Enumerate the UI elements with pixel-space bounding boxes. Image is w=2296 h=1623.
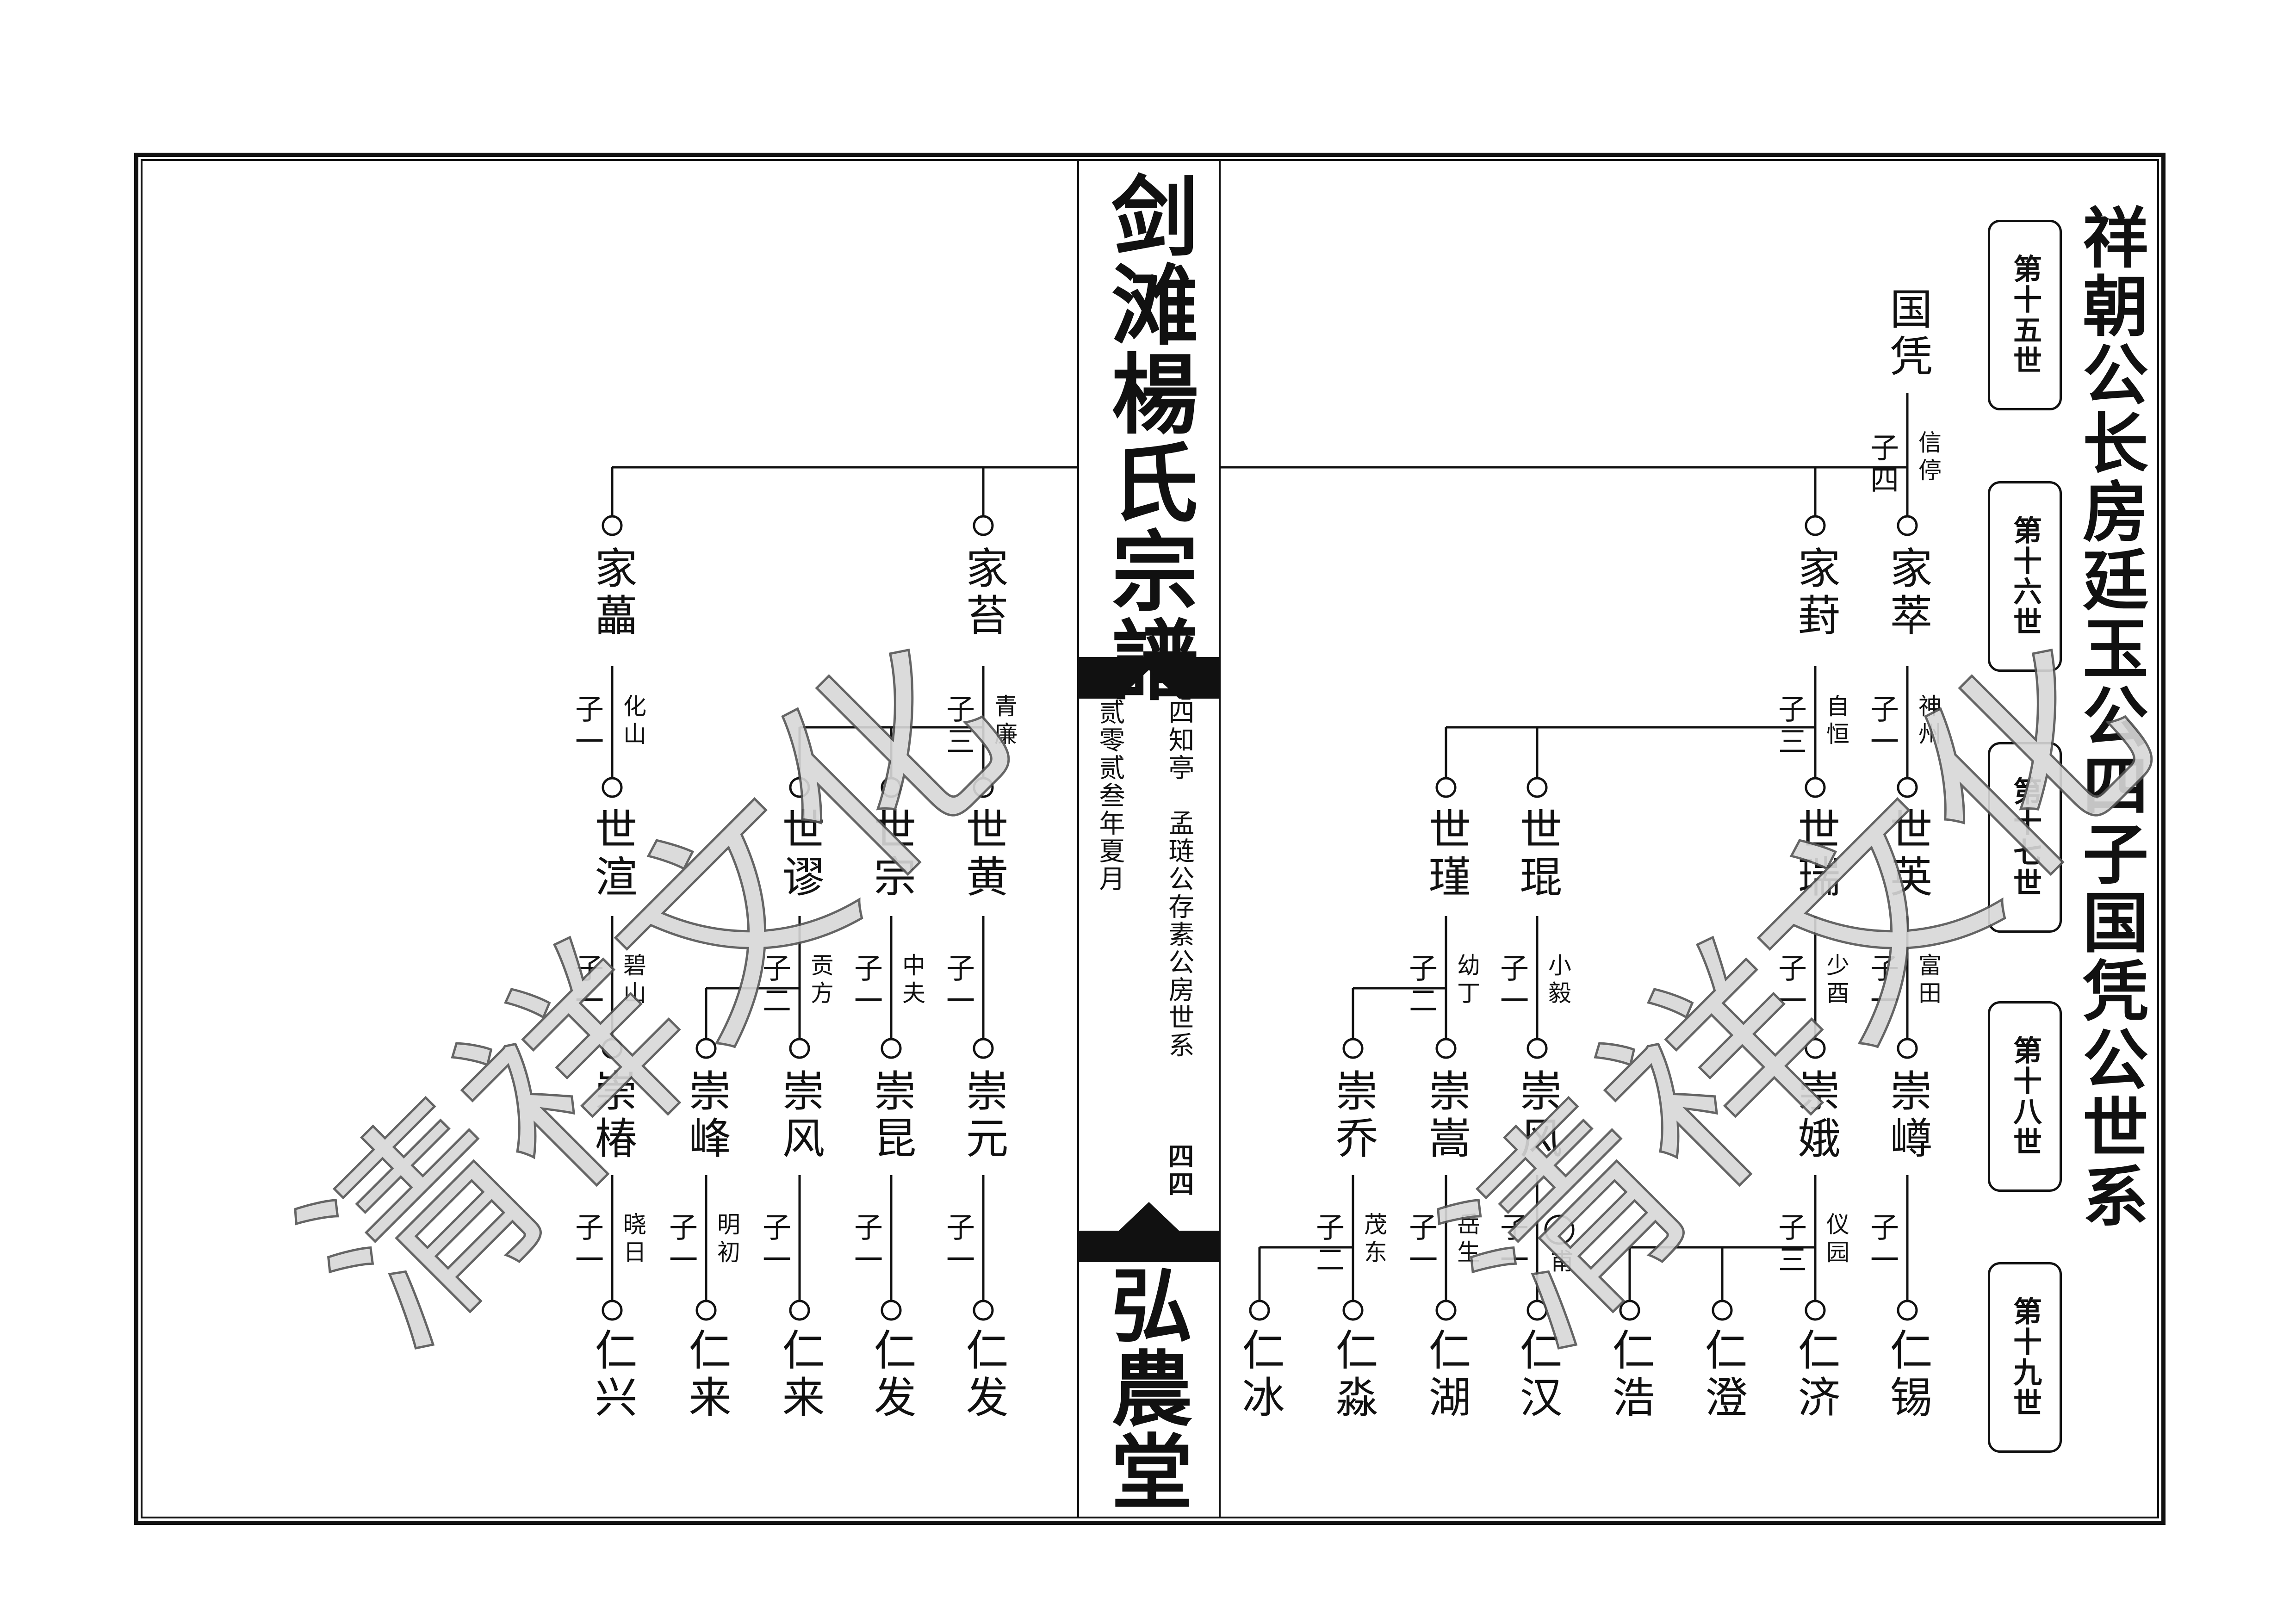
person-name: 家萃 [1883, 546, 1932, 640]
person-name: 仁来 [682, 1328, 731, 1422]
child-count: 子三 [941, 694, 975, 759]
child-count: 子一 [570, 953, 604, 1018]
courtesy-name: 小毅 [1545, 953, 1571, 1009]
person-name: 仁浩 [1605, 1328, 1655, 1422]
child-count: 子一 [664, 1212, 698, 1277]
child-count: 子二 [1311, 1212, 1345, 1277]
person-name: 崇椿 [588, 1069, 637, 1163]
child-count: 子一 [1865, 1212, 1899, 1277]
person-name: 仁锡 [1883, 1328, 1932, 1422]
person-name: 崇乔 [1328, 1069, 1378, 1163]
person-name: 仁冰 [1235, 1328, 1285, 1422]
child-count: 子一 [570, 1212, 604, 1277]
courtesy-name: 碧山 [620, 953, 646, 1009]
courtesy-name: 茂东 [1360, 1212, 1387, 1268]
person-name: 崇风 [775, 1069, 825, 1163]
person-name: 世英 [1883, 807, 1932, 902]
person-name: 仁济 [1791, 1328, 1840, 1422]
person-name: 仁淼 [1328, 1328, 1378, 1422]
child-count: 子一 [941, 953, 975, 1018]
courtesy-name: 中夫 [899, 953, 925, 1009]
person-name: 世渲 [588, 807, 637, 902]
page-title: 祥朝公长房廷玉公四子国凭公世系 [2071, 204, 2148, 1231]
spine-column [1077, 159, 1221, 1518]
child-count: 子一 [570, 694, 604, 759]
person-name: 仁澄 [1698, 1328, 1747, 1422]
person-name: 世瑞 [1791, 807, 1840, 902]
child-count: 子二 [1404, 953, 1438, 1018]
courtesy-name: 岳生 [1453, 1212, 1480, 1268]
person-name: 崇嵩 [1421, 1069, 1471, 1163]
generation-label-15: 第十五世 [1988, 220, 2062, 410]
child-count: 子一 [1865, 953, 1899, 1018]
person-name: 世黄 [959, 807, 1008, 902]
person-name: 仁发 [867, 1328, 916, 1422]
child-count: 子一 [941, 1212, 975, 1277]
child-count: 子一 [1404, 1212, 1438, 1277]
root-name: 国凭 [1883, 287, 1932, 381]
courtesy-name: 贡方 [807, 953, 834, 1009]
child-count: 子三 [1773, 1212, 1807, 1277]
person-name: 世谬 [775, 807, 825, 902]
child-count: 子一 [1865, 694, 1899, 759]
courtesy-name: 化山 [620, 694, 646, 750]
child-count: 子一 [1773, 953, 1807, 1018]
child-count: 子一 [1495, 1212, 1529, 1277]
person-name: 家葑 [1791, 546, 1840, 640]
person-name: 世琨 [1513, 807, 1562, 902]
courtesy-name: 青廉 [991, 694, 1018, 750]
courtesy-name: 甫 [1547, 1249, 1574, 1277]
generation-label-18: 第十八世 [1988, 1001, 2062, 1192]
person-name: 崇娥 [1791, 1069, 1840, 1163]
generation-label-16: 第十六世 [1988, 481, 2062, 672]
child-count: 子一 [757, 1212, 791, 1277]
courtesy-name: 明初 [714, 1212, 740, 1268]
courtesy-name: 自恒 [1823, 694, 1849, 750]
generation-label-17: 第十七世 [1988, 742, 2062, 933]
spine-page-number: 四四 [1164, 1143, 1194, 1198]
person-name: 仁兴 [588, 1328, 637, 1422]
child-count: 子一 [1495, 953, 1529, 1018]
child-count: 子二 [757, 953, 791, 1018]
root-zi: 信停 [1915, 430, 1942, 486]
person-name: 家藟 [588, 546, 637, 640]
person-name: 崇风 [1513, 1069, 1562, 1163]
person-name: 家苔 [959, 546, 1008, 640]
person-name: 世宗 [867, 807, 916, 902]
outer-border [134, 153, 2166, 1525]
person-name: 仁发 [959, 1328, 1008, 1422]
child-count: 子一 [849, 953, 883, 1018]
spine-info-left: 贰零贰叁年夏月 [1095, 699, 1125, 893]
courtesy-name: 少酉 [1823, 953, 1849, 1009]
courtesy-name: 富田 [1915, 953, 1942, 1009]
person-name: 崇嶟 [1883, 1069, 1932, 1163]
courtesy-name: 幼丁 [1453, 953, 1480, 1009]
generation-label-19: 第十九世 [1988, 1262, 2062, 1453]
courtesy-name: 仪园 [1823, 1212, 1849, 1268]
spine-bottom-title: 弘農堂 [1097, 1263, 1193, 1513]
inner-border [141, 159, 2159, 1518]
spine-top-title: 剑滩楊氏宗譜 [1097, 171, 1199, 704]
child-count: 子三 [1773, 694, 1807, 759]
spine-info-right: 四知亭 孟琏公存素公房世系 [1164, 699, 1194, 1059]
person-name: 仁来 [775, 1328, 825, 1422]
person-name: 仁湖 [1421, 1328, 1471, 1422]
root-count: 子四 [1865, 433, 1899, 497]
person-name: 崇元 [959, 1069, 1008, 1163]
person-name: 仁汉 [1513, 1328, 1562, 1422]
courtesy-name: 晓日 [620, 1212, 646, 1268]
person-name: 世瑾 [1421, 807, 1471, 902]
person-name: 崇昆 [867, 1069, 916, 1163]
courtesy-name: 神州 [1915, 694, 1942, 750]
child-count: 子一 [849, 1212, 883, 1277]
person-name: 崇峰 [682, 1069, 731, 1163]
